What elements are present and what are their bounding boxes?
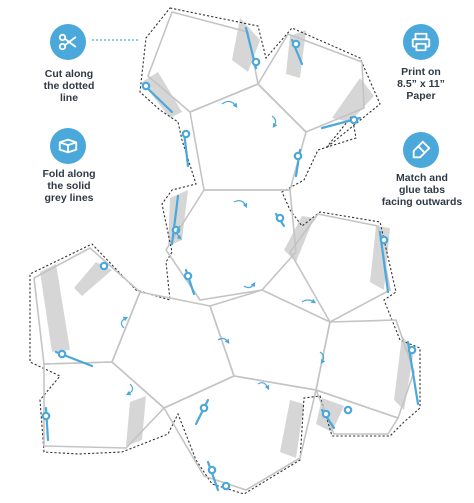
print-instruction: Print on 8.5” x 11” Paper: [397, 66, 445, 102]
glue-tab: [286, 30, 306, 78]
cut-instruction: Cut along the dotted line: [43, 68, 95, 104]
face-11: [163, 375, 317, 491]
glue-tab: [280, 400, 304, 458]
glue-instruction: Match and glue tabs facing outwards: [381, 172, 463, 208]
fold-arrows: [120, 100, 326, 396]
face-9: [315, 319, 415, 419]
scissors-icon: [50, 24, 86, 60]
glue-tab: [40, 264, 70, 352]
tab-markers: [41, 26, 420, 492]
fold-paper-icon: [50, 128, 86, 164]
face-10: [43, 361, 165, 449]
glue-tab: [142, 72, 182, 118]
glue-tab: [74, 262, 112, 296]
glue-icon: [403, 132, 439, 168]
fold-instruction: Fold along the solid grey lines: [42, 168, 96, 204]
glue-tab: [332, 78, 374, 122]
printer-icon: [403, 24, 439, 60]
face-3: [189, 83, 307, 191]
face-7: [111, 291, 235, 409]
cut-outline: [29, 7, 421, 495]
glue-tab: [126, 396, 146, 446]
face-8: [209, 289, 331, 391]
